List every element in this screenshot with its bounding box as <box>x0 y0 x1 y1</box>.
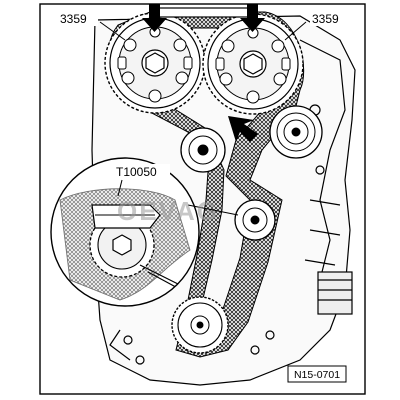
tensioner-inset <box>50 157 239 307</box>
arrow-down-right <box>240 4 265 32</box>
callout-inset-bg <box>114 164 170 179</box>
callout-left-bg <box>56 11 98 26</box>
figure-number: N15-0701 <box>294 369 340 381</box>
arrow-down-left <box>142 4 167 32</box>
callout-tool-right: 3359 <box>312 12 339 26</box>
arrow-diagonal <box>228 116 258 142</box>
callout-tool-tensioner: T10050 <box>116 165 157 179</box>
callout-tool-left: 3359 <box>60 12 87 26</box>
deflection-pulley-right <box>269 105 323 159</box>
leader-right <box>284 21 307 41</box>
leader-inset <box>117 179 123 197</box>
leader-left <box>99 21 126 41</box>
figure-number-box <box>287 365 347 383</box>
camshaft-locking-bar <box>149 7 256 18</box>
watermark-text: OEVAG <box>117 196 219 226</box>
idler-pulley <box>180 127 226 173</box>
crankshaft-sprocket <box>171 296 229 354</box>
camshaft-sprocket-right <box>202 13 304 115</box>
water-pump-pulley <box>234 199 276 241</box>
callout-right-bg <box>310 11 352 26</box>
